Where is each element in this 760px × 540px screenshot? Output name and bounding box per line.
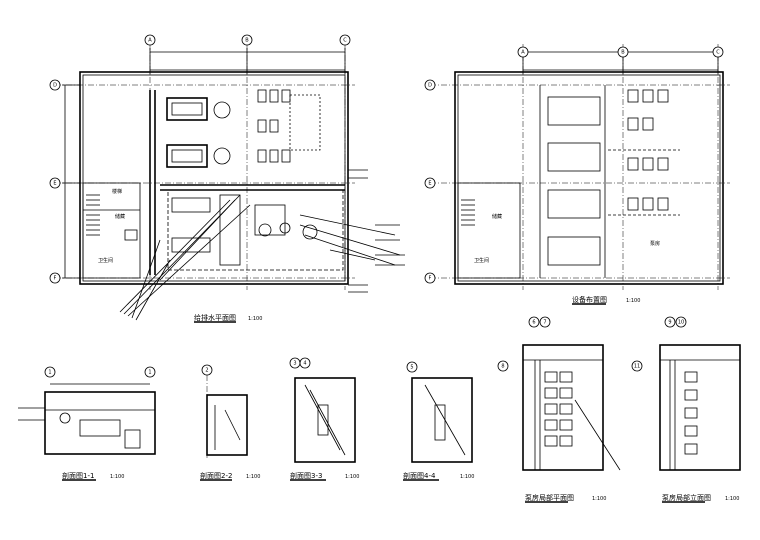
section-1: 1 1 剖面图1-1 1:100 bbox=[18, 366, 156, 481]
grid-bubble: B bbox=[621, 50, 625, 56]
title-section-3: 剖面图3-3 bbox=[290, 471, 322, 480]
room-label-store: 储藏 bbox=[115, 213, 125, 220]
grid-bubble: A bbox=[148, 38, 152, 44]
room-label-wc: 卫生间 bbox=[98, 257, 113, 264]
title-section-1: 剖面图1-1 bbox=[62, 471, 94, 480]
grid-bubble: 5 bbox=[410, 365, 413, 371]
grid-bubble: E bbox=[428, 181, 431, 187]
detail-b: 9 10 11 泵房局部立面图 1:100 bbox=[631, 316, 741, 503]
grid-bubble: F bbox=[429, 276, 432, 282]
grid-bubble: A bbox=[521, 50, 525, 56]
grid-bubble: F bbox=[54, 276, 57, 282]
grid-bubble: 2 bbox=[205, 368, 208, 374]
grid-bubble: 9 bbox=[668, 320, 671, 326]
grid-bubble: D bbox=[428, 83, 432, 89]
tank-blocks bbox=[547, 96, 601, 266]
main-plan: A B C D E F 楼梯 储藏 卫生间 bbox=[49, 34, 405, 323]
room-label-wc-2: 卫生间 bbox=[474, 257, 489, 264]
grid-bubble: B bbox=[245, 38, 249, 44]
title-detail-a: 泵房局部平面图 bbox=[525, 493, 574, 502]
scale-section-2: 1:100 bbox=[246, 474, 260, 480]
grid-bubble: 6 bbox=[532, 320, 535, 326]
room-label-pump: 泵房 bbox=[650, 240, 660, 247]
grid-bubble: 10 bbox=[678, 320, 684, 326]
title-section-2: 剖面图2-2 bbox=[200, 471, 232, 480]
grid-bubble: C bbox=[343, 38, 347, 44]
scale-detail-a: 1:100 bbox=[592, 496, 606, 502]
grid-bubble: 1 bbox=[48, 370, 51, 376]
section-3: 3 4 剖面图3-3 1:100 bbox=[289, 357, 359, 481]
grid-bubble: E bbox=[53, 181, 56, 187]
grid-bubble: 8 bbox=[501, 364, 504, 370]
room-label-store-2: 储藏 bbox=[492, 213, 502, 220]
title-plan-main: 给排水平面图 bbox=[194, 313, 236, 322]
title-section-4: 剖面图4-4 bbox=[403, 471, 436, 480]
title-plan-equip: 设备布置图 bbox=[572, 295, 607, 304]
grid-bubble: 11 bbox=[634, 364, 640, 370]
grid-bubble: C bbox=[716, 50, 720, 56]
scale-section-4: 1:100 bbox=[460, 474, 474, 480]
grid-bubble: 7 bbox=[543, 320, 546, 326]
grid-bubble: 1 bbox=[148, 370, 151, 376]
scale-plan-main: 1:100 bbox=[248, 316, 262, 322]
section-2: 2 剖面图2-2 1:100 bbox=[200, 364, 260, 481]
room-label-stair: 楼梯 bbox=[112, 188, 122, 195]
grid-bubble: 4 bbox=[303, 361, 306, 367]
scale-plan-equip: 1:100 bbox=[626, 298, 640, 304]
scale-detail-b: 1:100 bbox=[725, 496, 739, 502]
grid-bubble: 3 bbox=[293, 361, 296, 367]
scale-section-1: 1:100 bbox=[110, 474, 124, 480]
grid-bubble: D bbox=[53, 83, 57, 89]
title-detail-b: 泵房局部立面图 bbox=[662, 493, 711, 502]
scale-section-3: 1:100 bbox=[345, 474, 359, 480]
equip-plan: A B C D E F 储藏 卫生间 bbox=[424, 44, 730, 305]
detail-a: 6 7 8 泵房局部平面图 1:100 bbox=[497, 316, 621, 503]
section-4: 5 剖面图4-4 1:100 bbox=[403, 361, 474, 481]
